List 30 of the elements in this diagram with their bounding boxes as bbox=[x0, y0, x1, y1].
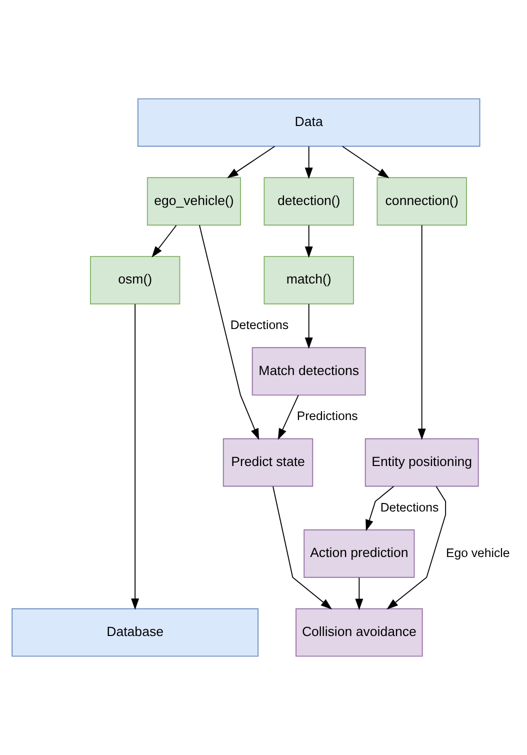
node-box: Predict state bbox=[222, 438, 314, 487]
arrow bbox=[198, 224, 260, 440]
node-box: osm() bbox=[90, 256, 180, 304]
arrow bbox=[304, 224, 313, 258]
edge-label: Predictions bbox=[296, 409, 358, 424]
arrow bbox=[304, 146, 313, 180]
edge-label: Detections bbox=[380, 500, 439, 514]
node-box: connection() bbox=[376, 177, 467, 226]
edge-label: Ego vehicle bbox=[446, 546, 510, 560]
edge-label: Detections bbox=[230, 318, 289, 332]
node-box: detection() bbox=[264, 177, 354, 226]
arrow bbox=[226, 146, 276, 178]
arrow bbox=[272, 486, 332, 610]
node-box: Action prediction bbox=[304, 529, 415, 578]
arrow bbox=[342, 146, 390, 178]
arrow bbox=[278, 394, 299, 440]
arrow bbox=[386, 486, 446, 610]
node-box: Database bbox=[12, 608, 259, 657]
node-box: match() bbox=[264, 256, 354, 304]
arrow bbox=[366, 486, 394, 532]
node-box: Data bbox=[137, 98, 480, 147]
arrow bbox=[131, 304, 140, 610]
node-box: ego_vehicle() bbox=[146, 177, 241, 226]
arrow bbox=[304, 304, 313, 349]
node-box: Entity positioning bbox=[364, 438, 479, 487]
node-box: Match detections bbox=[252, 347, 366, 396]
arrow bbox=[355, 577, 364, 610]
arrow bbox=[418, 224, 426, 440]
node-box: Collision avoidance bbox=[296, 608, 423, 657]
arrow bbox=[152, 224, 177, 258]
